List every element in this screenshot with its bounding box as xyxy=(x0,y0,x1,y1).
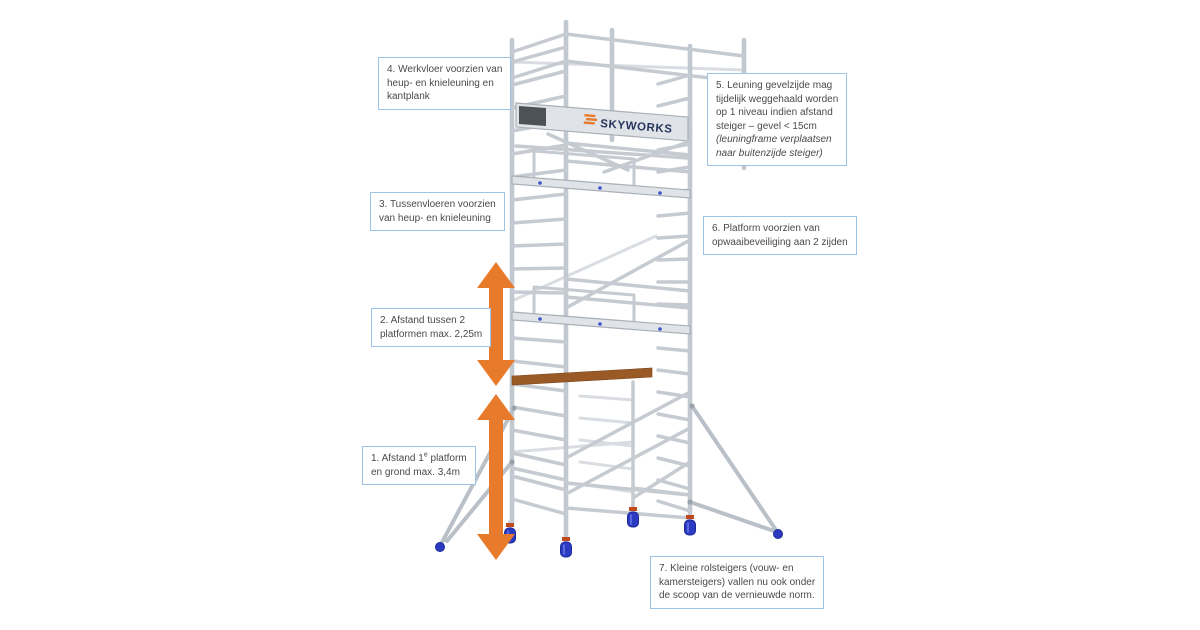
caster-wheel xyxy=(627,504,639,528)
platform2-guardrails xyxy=(564,277,692,310)
top-guardrail xyxy=(510,32,746,84)
distance-arrow-platform-spacing xyxy=(477,262,515,386)
wooden-platform xyxy=(511,367,653,386)
label-tussenvloeren: 3. Tussenvloeren voorzien van heup- en k… xyxy=(370,192,505,231)
platform-underside xyxy=(514,144,690,160)
board-end-cap xyxy=(519,106,546,126)
platform1-guardrails xyxy=(564,141,692,174)
label-line: van heup- en knieleuning xyxy=(379,212,491,224)
label-line: opwaaibeveiliging aan 2 zijden xyxy=(712,236,848,248)
label-line: heup- en knieleuning en xyxy=(387,77,494,89)
label-afstand-platform-grond: 1. Afstand 1e platform en grond max. 3,4… xyxy=(362,446,476,485)
intermediate-platform-1 xyxy=(511,141,692,199)
label-line: 7. Kleine rolsteigers (vouw- en xyxy=(659,563,794,574)
label-line: 6. Platform voorzien van xyxy=(712,223,820,234)
label-line: 2. Afstand tussen 2 xyxy=(380,315,466,326)
caster-wheel xyxy=(684,512,696,536)
right-stabilizer-foot xyxy=(773,529,783,539)
label-line: platformen max. 2,25m xyxy=(380,328,483,340)
label-line: en grond max. 3,4m xyxy=(371,466,460,478)
label-kleine-rolsteigers: 7. Kleine rolsteigers (vouw- en kamerste… xyxy=(650,556,825,609)
caster-wheel xyxy=(560,534,572,558)
casters xyxy=(504,504,696,558)
label-line: tijdelijk weggehaald worden xyxy=(716,93,839,105)
label-werkvloer: 4. Werkvloer voorzien van heup- en kniel… xyxy=(378,57,512,110)
scaffold-tower: SKYWORKS xyxy=(435,19,783,558)
left-stabilizer-foot xyxy=(435,542,445,552)
label-line: 3. Tussenvloeren voorzien xyxy=(379,199,496,210)
base-rails xyxy=(510,466,692,520)
skyworks-logo-icon xyxy=(583,114,598,125)
label-line-italic: naar buitenzijde steiger) xyxy=(716,147,823,159)
label-line: 5. Leuning gevelzijde mag xyxy=(716,80,833,91)
intermediate-platform-2 xyxy=(511,277,692,335)
label-afstand-platformen: 2. Afstand tussen 2 platformen max. 2,25… xyxy=(371,308,492,347)
base-frame xyxy=(510,390,692,520)
rear-top-rail xyxy=(510,60,746,72)
label-line: 4. Werkvloer voorzien van xyxy=(387,64,503,75)
right-stabilizer xyxy=(688,404,780,535)
label-line: op 1 niveau indien afstand xyxy=(716,107,833,118)
label-line: kamersteigers) vallen nu ook onder xyxy=(659,576,816,588)
distance-arrow-first-platform xyxy=(477,394,515,560)
label-line: 1. Afstand 1e platform xyxy=(371,451,467,464)
label-leuning-gevelzijde: 5. Leuning gevelzijde mag tijdelijk wegg… xyxy=(707,73,848,166)
skyworks-logo-text: SKYWORKS xyxy=(600,118,673,136)
rear-face-members xyxy=(510,234,658,494)
mid-diagonal-brace xyxy=(564,238,692,310)
skyworks-platform-banner: SKYWORKS xyxy=(514,102,690,174)
label-line: de scoop van de vernieuwde norm. xyxy=(659,590,815,601)
label-line: kantplank xyxy=(387,91,430,102)
stabilizers xyxy=(435,403,783,552)
label-line-italic: (leuningframe verplaatsen xyxy=(716,134,832,145)
label-opwaaibeveiliging: 6. Platform voorzien van opwaaibeveiligi… xyxy=(703,216,857,255)
label-line: steiger – gevel < 15cm xyxy=(716,120,817,132)
